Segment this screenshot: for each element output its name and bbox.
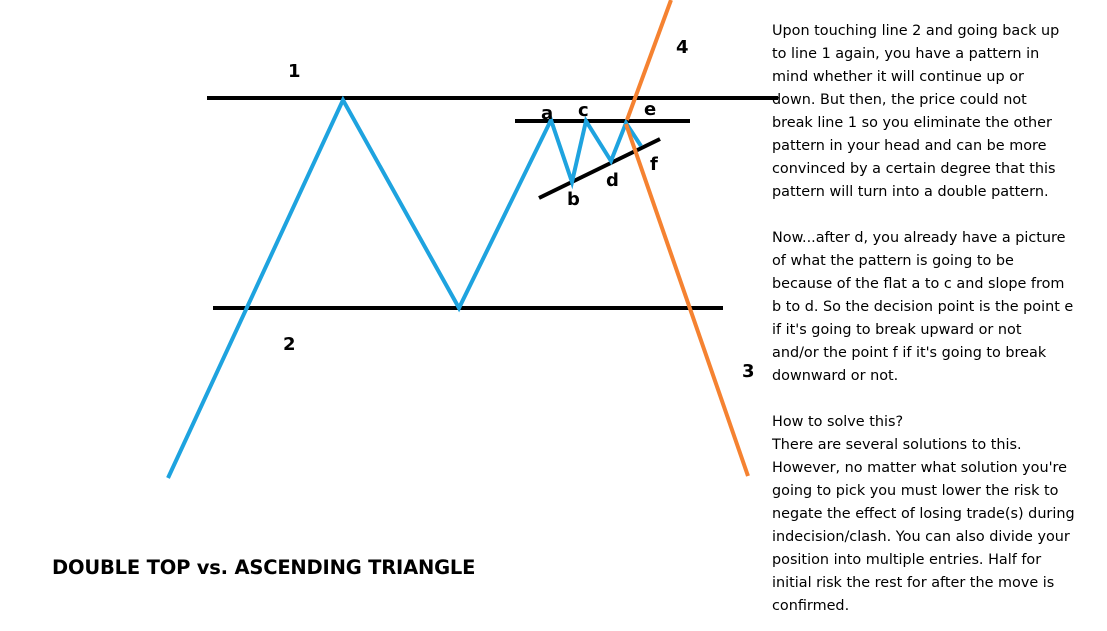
label-point-b: b <box>567 189 580 210</box>
breakdown-line-3 <box>624 123 750 477</box>
label-line-2: 2 <box>283 334 296 355</box>
label-line-3: 3 <box>742 361 755 382</box>
label-point-c: c <box>578 100 589 121</box>
price-path <box>166 95 643 479</box>
breakout-line-4 <box>625 0 673 121</box>
label-point-e: e <box>644 99 656 120</box>
explanation-paragraph-1: Upon touching line 2 and going back up t… <box>772 23 1060 200</box>
label-line-1: 1 <box>288 61 301 82</box>
explanation-paragraph-3: How to solve this? There are several sol… <box>772 414 1075 614</box>
label-point-a: a <box>541 103 553 124</box>
explanation-paragraph-2: Now...after d, you already have a pictur… <box>772 230 1074 384</box>
explanation-text: Upon touching line 2 and going back up t… <box>772 20 1097 618</box>
label-point-f: f <box>650 154 658 175</box>
diagram-title: DOUBLE TOP vs. ASCENDING TRIANGLE <box>52 556 476 579</box>
label-line-4: 4 <box>676 37 689 58</box>
label-point-d: d <box>606 170 619 191</box>
rising-b-d-line <box>538 137 661 200</box>
